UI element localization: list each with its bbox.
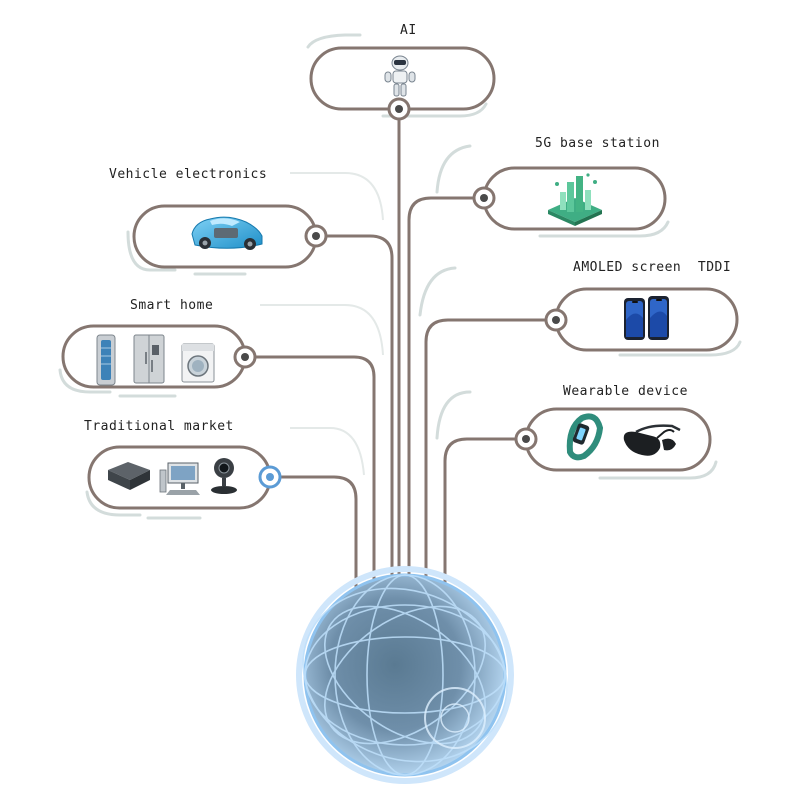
connector-smart-home [245, 355, 376, 600]
refrigerator-icon [133, 334, 165, 384]
smart-band-icon [566, 413, 604, 461]
smart-glasses-icon [623, 424, 681, 456]
robot-icon [384, 55, 416, 97]
label-5g-base-station: 5G base station [535, 136, 660, 151]
globe-icon [296, 566, 514, 784]
5g-tower-icon [548, 173, 602, 226]
washing-machine-icon [181, 343, 215, 383]
connector-wearable [443, 437, 526, 600]
capsule-wearable [524, 407, 712, 472]
label-vehicle-electronics: Vehicle electronics [109, 167, 268, 182]
port-traditional [258, 465, 282, 489]
webcam-icon [211, 458, 237, 494]
label-traditional-market: Traditional market [84, 419, 234, 434]
desktop-pc-icon [159, 462, 200, 495]
connector-amoled [424, 318, 556, 600]
port-smart-home [233, 345, 257, 369]
connector-traditional [270, 475, 358, 600]
port-amoled [544, 308, 568, 332]
label-wearable-device: Wearable device [563, 384, 688, 399]
connector-vehicle [316, 234, 394, 600]
decorative-thin-arcs [260, 172, 384, 476]
smartphone-icon [624, 298, 645, 340]
connector-5g [407, 196, 484, 600]
capsule-amoled [554, 287, 739, 352]
label-smart-home: Smart home [130, 298, 214, 313]
port-vehicle [304, 224, 328, 248]
decorative-shadow-arcs [58, 33, 742, 520]
air-purifier-icon [96, 334, 116, 386]
label-ai: AI [400, 23, 417, 38]
smartphone-icon [648, 296, 669, 340]
port-ai [387, 97, 411, 121]
connector-lines [245, 110, 556, 600]
ports [233, 97, 568, 489]
set-top-box-icon [108, 462, 150, 490]
car-chassis-icon [191, 216, 263, 250]
port-wearable [514, 427, 538, 451]
label-amoled-screen-tddi: AMOLED screen TDDI [573, 260, 732, 275]
port-5g [472, 186, 496, 210]
